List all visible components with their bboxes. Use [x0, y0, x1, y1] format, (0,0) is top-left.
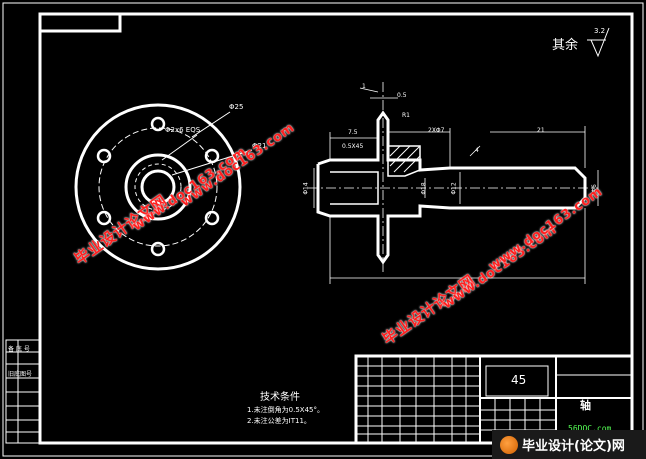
dim-dia-c: Φ12	[450, 182, 458, 195]
material-label: 45	[511, 373, 527, 387]
dim-r1: R1	[402, 112, 410, 119]
label-phi21: Φ21	[252, 142, 267, 150]
logo-circle-icon	[500, 435, 518, 454]
site-logo: 毕业设计(论文)网	[492, 430, 646, 459]
roughness-value: 3.2	[594, 27, 606, 35]
logo-text: 毕业设计(论文)网	[522, 439, 625, 454]
dim-spec: 2XΦ7	[428, 127, 445, 134]
label-phi2x6: Φ2x6 EQS	[165, 126, 201, 134]
dim-21: 21	[537, 127, 545, 134]
front-view	[308, 82, 599, 284]
roughness-note: 其余	[552, 38, 579, 53]
dim-4: 4	[475, 147, 479, 154]
dim-05: 0.5	[397, 92, 407, 99]
tech-title: 技术条件	[260, 392, 300, 403]
code-box	[38, 12, 122, 33]
side-label-1: 备 底 号	[8, 346, 30, 353]
left-view	[74, 103, 253, 271]
dim-75: 7.5	[348, 129, 358, 136]
part-name: 轴	[580, 399, 591, 412]
side-label-2: 旧底图号	[8, 371, 33, 378]
title-block	[354, 354, 634, 445]
label-phi25: Φ25	[229, 103, 244, 111]
dim-dia-a: Φ14	[302, 182, 310, 195]
side-strip	[5, 339, 41, 444]
dim-1: 1	[362, 83, 366, 90]
tech-line-1: 1.未注倒角为0.5X45°。	[247, 406, 325, 414]
logo-top-text: 56DOC.com	[568, 424, 612, 433]
roughness-symbol	[587, 27, 610, 58]
dim-chamfer: 0.5X45	[342, 143, 364, 150]
dim-dia-b: Φ18	[420, 182, 428, 195]
tech-line-2: 2.未注公差为IT11。	[247, 417, 311, 425]
